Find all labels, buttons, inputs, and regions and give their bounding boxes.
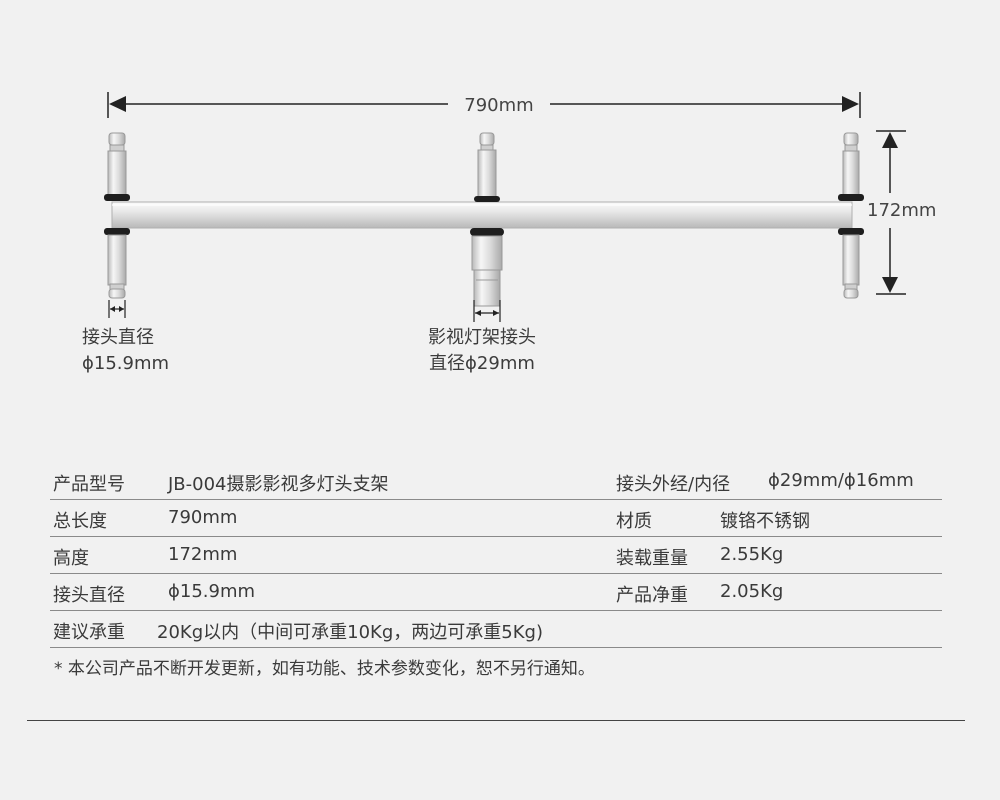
- spec-value: JB-004摄影影视多灯头支架: [168, 474, 389, 495]
- height-label: 172mm: [867, 200, 936, 221]
- spec-label: 建议承重: [53, 622, 125, 643]
- spec-label: 总长度: [53, 511, 107, 532]
- spec-value: ϕ29mm/ϕ16mm: [768, 470, 914, 491]
- center-callout-value: 直径ϕ29mm: [429, 353, 535, 374]
- left-spigot: [104, 132, 130, 318]
- spec-label: 接头直径: [53, 585, 125, 606]
- spec-row: 总长度 790mm 材质 镀铬不锈钢: [50, 500, 942, 537]
- spec-label: 材质: [616, 511, 652, 532]
- spec-label: 装载重量: [616, 548, 688, 569]
- center-callout-title: 影视灯架接头: [428, 327, 536, 348]
- spec-label: 接头外经/内径: [616, 474, 731, 495]
- spec-value: 20Kg以内（中间可承重10Kg，两边可承重5Kg): [157, 622, 543, 643]
- spec-row: 建议承重 20Kg以内（中间可承重10Kg，两边可承重5Kg): [50, 611, 942, 648]
- connector-callout-title: 接头直径: [82, 327, 154, 348]
- product-diagram: 790mm 172mm: [104, 92, 936, 322]
- spec-label: 高度: [53, 548, 89, 569]
- height-dimension: 172mm: [867, 130, 936, 295]
- spec-value: ϕ15.9mm: [168, 581, 256, 602]
- spec-value: 172mm: [168, 544, 238, 565]
- spec-value: 镀铬不锈钢: [720, 511, 810, 532]
- spec-row: 产品型号 JB-004摄影影视多灯头支架 接头外经/内径 ϕ29mm/ϕ16mm: [50, 463, 942, 500]
- spec-label: 产品净重: [616, 585, 688, 606]
- center-connector-callout: 影视灯架接头 直径ϕ29mm: [428, 325, 536, 377]
- right-spigot: [838, 132, 864, 299]
- spec-row: 高度 172mm 装载重量 2.55Kg: [50, 537, 942, 574]
- spec-table: 产品型号 JB-004摄影影视多灯头支架 接头外经/内径 ϕ29mm/ϕ16mm…: [50, 463, 942, 648]
- spec-row: 接头直径 ϕ15.9mm 产品净重 2.05Kg: [50, 574, 942, 611]
- length-dimension: 790mm: [107, 92, 861, 118]
- disclaimer-note: * 本公司产品不断开发更新，如有功能、技术参数变化，恕不另行通知。: [54, 659, 595, 679]
- bottom-divider: [27, 720, 965, 721]
- center-spigot: [470, 132, 504, 322]
- spec-value: 2.05Kg: [720, 581, 784, 602]
- spec-value: 2.55Kg: [720, 544, 784, 565]
- connector-diameter-callout: 接头直径 ϕ15.9mm: [82, 325, 169, 377]
- length-label: 790mm: [464, 95, 533, 116]
- spec-value: 790mm: [168, 507, 238, 528]
- crossbar: [111, 201, 853, 229]
- spec-label: 产品型号: [53, 474, 125, 495]
- connector-callout-value: ϕ15.9mm: [82, 353, 170, 374]
